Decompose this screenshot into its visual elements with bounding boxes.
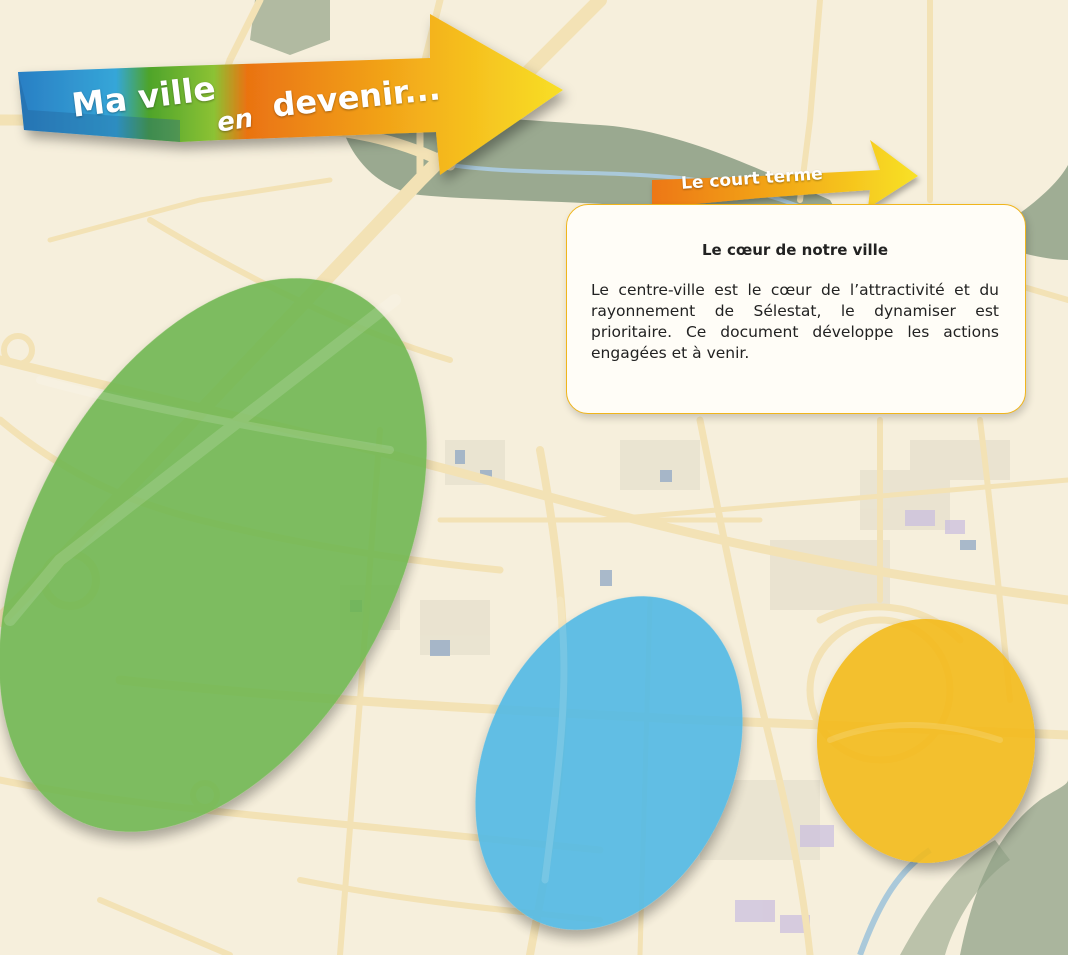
- card-body: Le centre-ville est le cœur de l’attract…: [591, 281, 999, 362]
- zone-road-overlay: [4, 294, 1003, 884]
- title-arrow-ribbon: [18, 14, 563, 175]
- info-card: Le cœur de notre ville Le centre-ville e…: [566, 204, 1026, 414]
- card-heading: Le cœur de notre ville: [701, 241, 888, 259]
- forest-area-south: [960, 780, 1068, 955]
- forest-area-southeast: [900, 840, 1010, 955]
- river: [449, 163, 831, 222]
- zone-yellow: [817, 619, 1035, 863]
- title-word-en: en: [214, 103, 256, 139]
- forest-area-top: [250, 0, 330, 55]
- zone-green: [0, 278, 427, 832]
- zone-blue: [475, 596, 743, 930]
- term-arrow-banner: [652, 140, 918, 208]
- title-arrow-ribbon-shade: [18, 72, 180, 142]
- building-blocks: [340, 440, 1010, 860]
